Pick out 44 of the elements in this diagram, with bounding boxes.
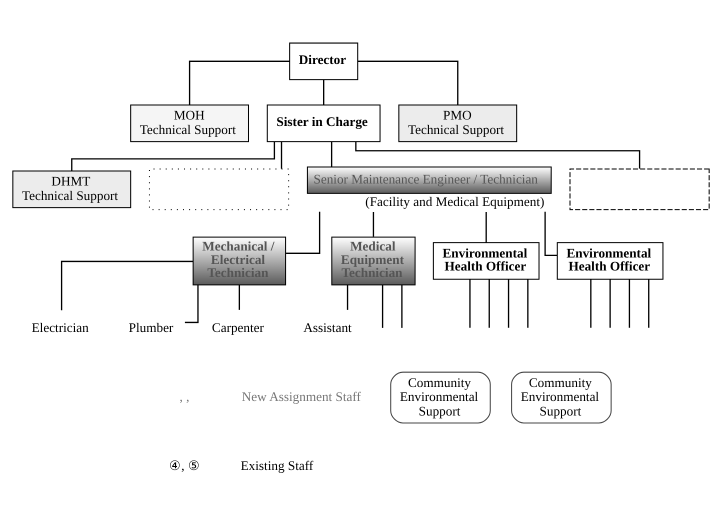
node-box: DHMT Technical Support — [12, 170, 132, 208]
connector — [609, 278, 611, 328]
connector — [648, 278, 650, 328]
node-box: Sister in Charge — [266, 104, 381, 142]
connector — [488, 278, 490, 328]
node-box: Community Environmental Support — [390, 371, 491, 423]
node-box: Mechanical / Electrical Technician — [192, 236, 286, 285]
node-box — [570, 168, 710, 210]
connector — [372, 212, 374, 236]
node-box: Director — [289, 42, 358, 80]
label: New Assignment Staff — [242, 388, 361, 404]
node-box: Environmental Health Officer — [432, 242, 540, 280]
node-box: Community Environmental Support — [511, 371, 612, 423]
connector — [280, 141, 282, 168]
label: , , — [180, 388, 190, 404]
connector — [323, 79, 324, 104]
connector — [286, 211, 320, 254]
node-text: Plumber — [128, 319, 174, 334]
connector — [382, 284, 384, 328]
connector — [330, 141, 332, 166]
connector — [486, 212, 487, 242]
connector — [527, 278, 528, 328]
node-box — [148, 168, 290, 210]
label: Existing Staff — [240, 458, 314, 473]
connector — [508, 278, 510, 328]
node-box: MOH Technical Support — [130, 104, 249, 142]
connector — [401, 284, 403, 328]
connector — [355, 141, 640, 168]
label: ④, ⑤ — [169, 458, 200, 473]
connector — [469, 278, 471, 328]
connector — [188, 60, 290, 104]
connector — [590, 278, 592, 328]
connector — [358, 60, 458, 104]
node-text: Assistant — [303, 319, 352, 334]
node-text: Electrician — [32, 319, 89, 334]
node-box: Medical Equipment Technician — [331, 236, 416, 285]
node-box: PMO Technical Support — [398, 104, 518, 142]
connector — [60, 260, 194, 310]
node-label: (Facility and Medical Equipment) — [365, 194, 544, 208]
connector — [346, 284, 348, 310]
connector — [628, 278, 630, 328]
connector — [238, 284, 240, 310]
node-box: Environmental Health Officer — [556, 242, 664, 280]
node-text: Carpenter — [212, 319, 264, 334]
